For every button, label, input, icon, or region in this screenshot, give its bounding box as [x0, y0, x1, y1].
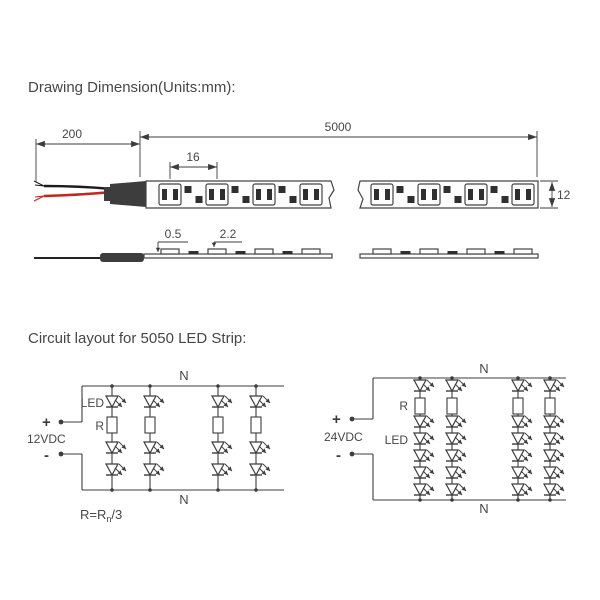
connector-side [100, 253, 144, 262]
led-package [299, 183, 323, 206]
led-column [250, 384, 270, 492]
dim-wire-length: 200 [35, 127, 141, 182]
neutral-top-label-24v: N [479, 361, 488, 376]
plus-terminal-label-12v: + [42, 414, 51, 431]
minus-terminal-label-24v: - [336, 447, 341, 464]
resistor-label-12v: R [95, 419, 104, 433]
dim-200-label: 200 [62, 127, 82, 141]
led-column [446, 376, 466, 502]
formula-suffix: /3 [111, 507, 122, 522]
side-view-left [143, 248, 333, 259]
section-title-circuit: Circuit layout for 5050 LED Strip: [28, 330, 246, 347]
led-package [464, 183, 488, 206]
led-package [370, 183, 394, 206]
voltage-label-24v: 24VDC [324, 430, 363, 444]
led-column [544, 376, 564, 502]
formula-subscript: n [106, 514, 111, 524]
plus-terminal-label-24v: + [332, 411, 341, 428]
resistor-formula: R=Rn/3 [80, 507, 122, 524]
led-package [205, 183, 229, 206]
side-view-section: 0.5 2.2 [34, 227, 539, 262]
dim-component-height: 2.2 [211, 227, 242, 248]
dim-pcb-thickness: 0.5 [155, 227, 188, 253]
circuit-24v: + 24VDC - N N R LED [324, 361, 566, 516]
section-title-dimension: Drawing Dimension(Units:mm): [28, 79, 236, 96]
led-package [252, 183, 276, 206]
led-package [417, 183, 441, 206]
resistor-label-24v: R [399, 399, 408, 413]
led-column [414, 376, 434, 502]
led-column [144, 384, 164, 492]
strip-segment-left [145, 180, 335, 209]
led-column [212, 384, 232, 492]
dim-strip-length: 5000 [140, 120, 538, 177]
dim-05-label: 0.5 [165, 227, 182, 241]
neutral-top-label-12v: N [179, 368, 188, 383]
formula-prefix: R=R [80, 507, 106, 522]
dim-16-label: 16 [186, 150, 200, 164]
side-view-right [359, 248, 539, 259]
strip-segment-right [357, 180, 539, 209]
minus-terminal-label-12v: - [44, 447, 49, 464]
neutral-bottom-label-12v: N [179, 492, 188, 507]
connector [104, 181, 146, 207]
dimension-drawing-section: 200 5000 16 12 [33, 120, 571, 209]
led-package [158, 183, 182, 206]
led-column [106, 384, 126, 492]
led-label-24v: LED [385, 433, 409, 447]
dim-led-pitch: 16 [169, 150, 218, 179]
led-column [512, 376, 532, 502]
dim-22-label: 2.2 [220, 227, 237, 241]
circuit-12v: + 12VDC - N N LED R R=Rn/3 [27, 368, 284, 524]
led-package [511, 183, 535, 206]
wire-lead [33, 180, 113, 202]
dim-12-label: 12 [557, 188, 571, 202]
dim-strip-width: 12 [540, 180, 571, 209]
voltage-label-12v: 12VDC [27, 432, 66, 446]
neutral-bottom-label-24v: N [479, 501, 488, 516]
dim-5000-label: 5000 [325, 120, 352, 134]
led-label-12v: LED [81, 396, 105, 410]
